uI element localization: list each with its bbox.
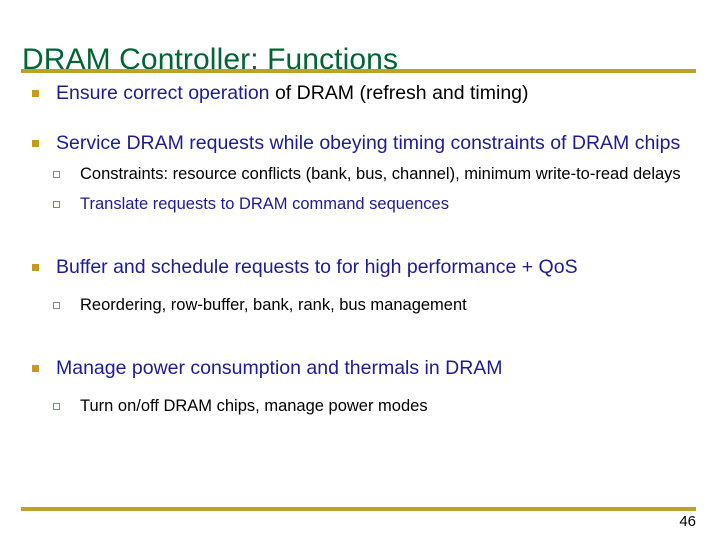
bullet-text-emphasis: Ensure correct operation bbox=[56, 82, 270, 104]
bullet-text: Turn on/off DRAM chips, manage power mod… bbox=[80, 397, 428, 415]
bullet-level1-manage-power: Manage power consumption and thermals in… bbox=[0, 355, 720, 381]
spacer bbox=[0, 240, 720, 254]
bullet-text-rest: of DRAM (refresh and timing) bbox=[269, 82, 529, 104]
sub-bullet-marker-hollow-square-icon bbox=[53, 171, 60, 178]
spacer bbox=[0, 106, 720, 130]
slide-body: Ensure correct operation of DRAM (refres… bbox=[0, 80, 720, 418]
bullet-text: Constraints: resource conflicts (bank, b… bbox=[80, 165, 681, 183]
bullet-text: Reordering, row-buffer, bank, rank, bus … bbox=[80, 296, 467, 314]
bullet-level2-translate-requests: Translate requests to DRAM command seque… bbox=[0, 193, 720, 216]
spacer bbox=[0, 216, 720, 240]
title-divider-rule bbox=[21, 69, 696, 73]
sub-bullet-marker-hollow-square-icon bbox=[53, 201, 60, 208]
bullet-level2-reordering: Reordering, row-buffer, bank, rank, bus … bbox=[0, 294, 720, 317]
bullet-level1-service-dram-requests: Service DRAM requests while obeying timi… bbox=[0, 130, 720, 156]
footer-divider-rule bbox=[21, 507, 696, 511]
bullet-marker-square-icon bbox=[32, 365, 39, 372]
bullet-text: Manage power consumption and thermals in… bbox=[56, 357, 503, 379]
spacer bbox=[0, 280, 720, 294]
bullet-marker-square-icon bbox=[32, 264, 39, 271]
bullet-level2-constraints: Constraints: resource conflicts (bank, b… bbox=[0, 163, 720, 186]
spacer bbox=[0, 381, 720, 395]
bullet-marker-square-icon bbox=[32, 140, 39, 147]
bullet-level1-buffer-and-schedule: Buffer and schedule requests to for high… bbox=[0, 254, 720, 280]
spacer bbox=[0, 186, 720, 193]
spacer bbox=[0, 156, 720, 163]
bullet-marker-square-icon bbox=[32, 90, 39, 97]
spacer bbox=[0, 341, 720, 355]
bullet-text: Service DRAM requests while obeying timi… bbox=[56, 132, 681, 154]
bullet-text: Translate requests to DRAM command seque… bbox=[80, 195, 449, 213]
sub-bullet-marker-hollow-square-icon bbox=[53, 403, 60, 410]
spacer bbox=[0, 317, 720, 341]
bullet-level1-ensure-correct-operation: Ensure correct operation of DRAM (refres… bbox=[0, 80, 720, 106]
bullet-level2-turn-on-off: Turn on/off DRAM chips, manage power mod… bbox=[0, 395, 720, 418]
sub-bullet-marker-hollow-square-icon bbox=[53, 302, 60, 309]
page-number: 46 bbox=[679, 513, 696, 530]
bullet-text: Buffer and schedule requests to for high… bbox=[56, 256, 578, 278]
